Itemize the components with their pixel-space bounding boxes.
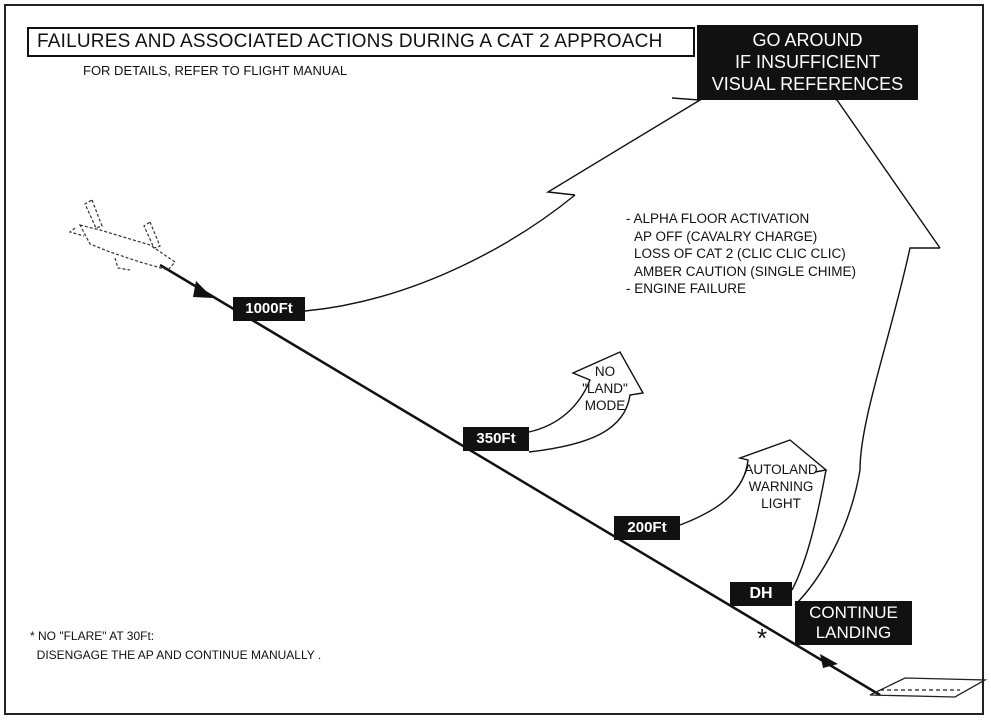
footnote: * NO "FLARE" AT 30Ft: DISENGAGE THE AP A… xyxy=(30,627,321,665)
go-around-box: GO AROUND IF INSUFFICIENT VISUAL REFEREN… xyxy=(697,25,918,100)
autoland-warning-line-1: AUTOLAND xyxy=(744,462,818,477)
failure-item: - ENGINE FAILURE xyxy=(626,281,747,296)
footnote-line-1: * NO "FLARE" AT 30Ft: xyxy=(30,629,155,643)
diagram-subtitle: FOR DETAILS, REFER TO FLIGHT MANUAL xyxy=(83,63,348,78)
glide-path-line xyxy=(159,263,881,697)
altitude-350ft-label: 350Ft xyxy=(463,427,529,451)
aircraft-icon xyxy=(68,199,176,271)
go-around-line-2: IF INSUFFICIENT xyxy=(735,52,880,72)
diagram-title: FAILURES AND ASSOCIATED ACTIONS DURING A… xyxy=(27,27,695,57)
footnote-line-2: DISENGAGE THE AP AND CONTINUE MANUALLY . xyxy=(30,648,322,662)
failure-item: AP OFF (CAVALRY CHARGE) xyxy=(634,228,818,244)
decision-height-label: DH xyxy=(730,582,792,606)
glide-path-arrowhead-upper xyxy=(193,281,213,298)
go-around-line-3: VISUAL REFERENCES xyxy=(711,74,904,94)
no-land-mode-line-2: "LAND" xyxy=(582,381,628,396)
continue-landing-box: CONTINUE LANDING xyxy=(795,601,912,645)
asterisk-marker: * xyxy=(757,623,768,653)
autoland-warning-arrow xyxy=(679,439,828,591)
continue-landing-line-2: LANDING xyxy=(815,623,892,642)
altitude-200ft-label: 200Ft xyxy=(614,516,680,540)
no-land-mode-arrow xyxy=(528,351,645,453)
autoland-warning-line-2: WARNING xyxy=(748,479,814,494)
autoland-warning-line-3: LIGHT xyxy=(761,496,801,511)
no-land-mode-line-3: MODE xyxy=(584,398,626,413)
diagram-frame xyxy=(4,4,984,715)
runway-icon xyxy=(869,677,988,698)
failure-list: - ALPHA FLOOR ACTIVATION AP OFF (CAVALRY… xyxy=(626,210,856,298)
failure-item: AMBER CAUTION (SINGLE CHIME) xyxy=(634,263,857,279)
no-land-mode-line-1: NO xyxy=(594,364,616,379)
no-land-mode-label: NO "LAND" MODE xyxy=(575,363,635,414)
failure-item: - ALPHA FLOOR ACTIVATION xyxy=(626,211,810,226)
altitude-1000ft-label: 1000Ft xyxy=(233,297,305,321)
failure-item: LOSS OF CAT 2 (CLIC CLIC CLIC) xyxy=(634,246,846,261)
continue-landing-line-1: CONTINUE xyxy=(809,603,898,622)
go-around-line-1: GO AROUND xyxy=(752,30,863,50)
go-around-arrow xyxy=(304,97,941,606)
glide-path-arrowhead-lower xyxy=(820,654,838,668)
autoland-warning-label: AUTOLAND WARNING LIGHT xyxy=(740,461,822,512)
